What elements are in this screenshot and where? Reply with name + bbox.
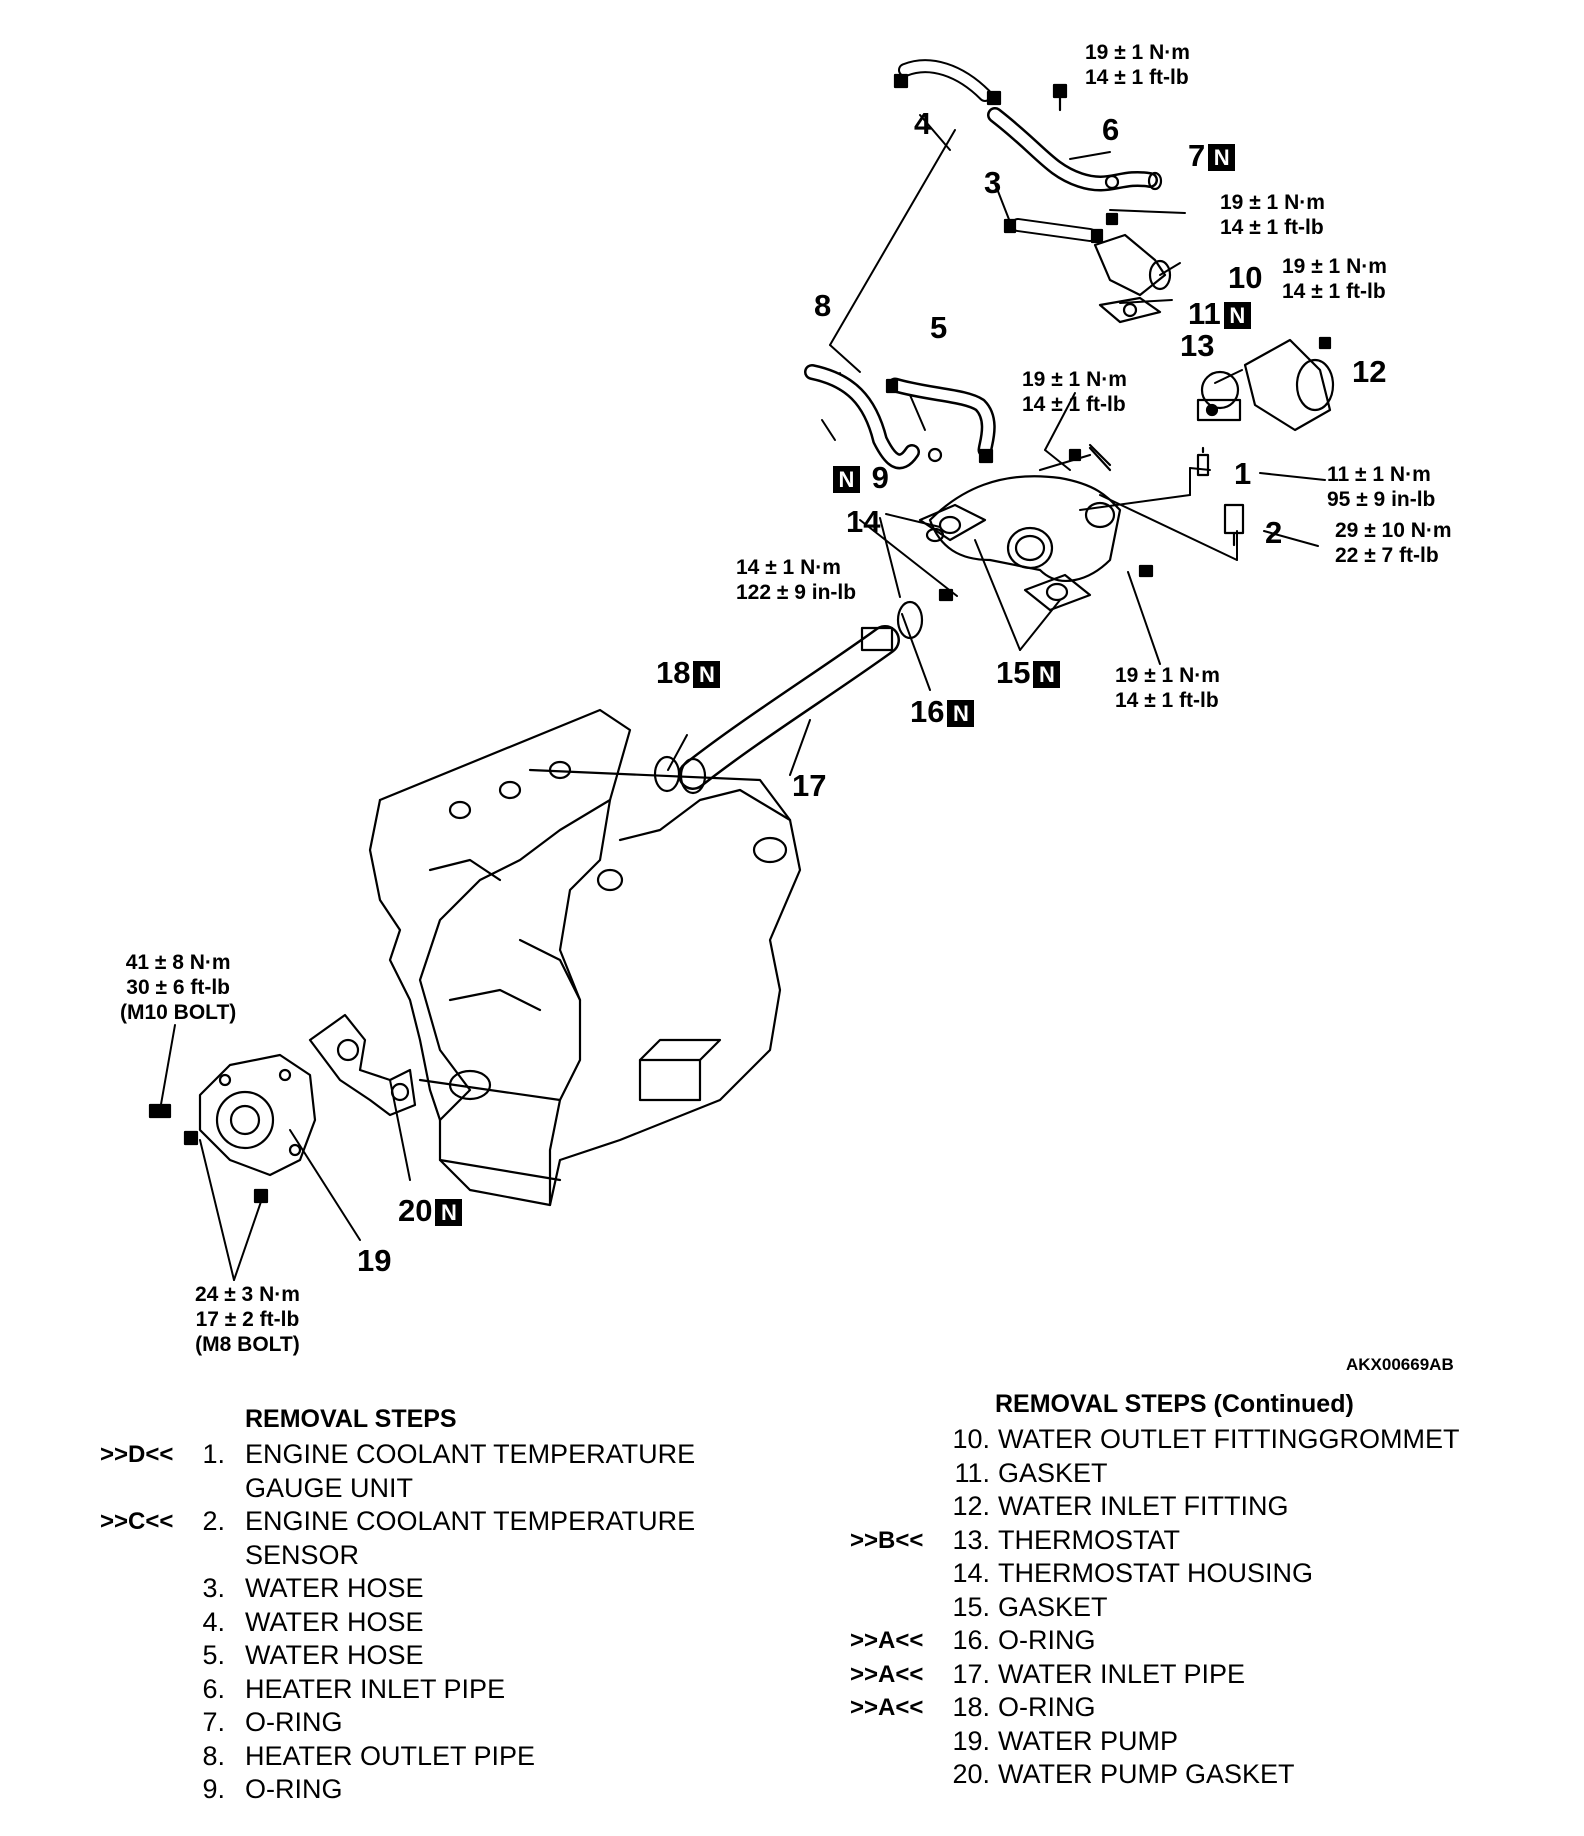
step-row: 14.THERMOSTAT HOUSING bbox=[952, 1558, 1314, 1588]
bolt-housing bbox=[1088, 446, 1112, 472]
callout-1: 1 bbox=[1234, 456, 1252, 491]
callout-8: 8 bbox=[814, 288, 832, 323]
step-row: 15.GASKET bbox=[952, 1591, 1108, 1622]
callout-9: N 9 bbox=[830, 462, 889, 494]
step-row-cont: GAUGE UNIT bbox=[245, 1472, 414, 1503]
callout-5: 5 bbox=[930, 310, 948, 345]
step-row: 12.WATER INLET FITTING bbox=[952, 1491, 1289, 1521]
water-pump-19 bbox=[148, 1053, 317, 1204]
n-badge: N bbox=[833, 466, 860, 494]
step-row: >>A<<18.O-RING bbox=[850, 1692, 1096, 1722]
bolt-15 bbox=[1138, 564, 1154, 578]
callout-6: 6 bbox=[1102, 112, 1120, 147]
step-row: >>B<<13.THERMOSTAT bbox=[850, 1524, 1180, 1555]
step-row: 9.O-RING bbox=[202, 1774, 343, 1804]
water-hose-4 bbox=[893, 59, 1002, 106]
water-hose-5 bbox=[885, 377, 996, 464]
step-row: 6.HEATER INLET PIPE bbox=[202, 1673, 506, 1704]
n-badge: N bbox=[947, 700, 975, 728]
step-row: 8.HEATER OUTLET PIPE bbox=[202, 1740, 536, 1771]
step-row: 3.WATER HOSE bbox=[202, 1573, 424, 1603]
gauge-unit-1 bbox=[1196, 446, 1210, 477]
o-ring-18 bbox=[653, 755, 681, 793]
callout-3: 3 bbox=[984, 165, 1002, 200]
step-row: >>D<< 1. ENGINE COOLANT TEMPERATURE bbox=[100, 1439, 696, 1469]
step-row: 20.WATER PUMP GASKET bbox=[952, 1759, 1295, 1789]
removal-steps-continued-title: REMOVAL STEPS (Continued) bbox=[995, 1390, 1354, 1418]
water-inlet-fitting-12 bbox=[1243, 336, 1335, 432]
step-row: >>A<<16.O-RING bbox=[850, 1625, 1096, 1655]
bolt-top bbox=[1052, 83, 1068, 112]
engine-block bbox=[368, 708, 802, 1207]
step-row: 7.O-RING bbox=[202, 1707, 343, 1737]
bolt-pipe bbox=[938, 588, 954, 602]
step-row: 19.WATER PUMP bbox=[952, 1725, 1178, 1756]
callout-2: 2 bbox=[1265, 515, 1283, 550]
callout-17: 17 bbox=[792, 768, 827, 803]
step-row: 10.WATER OUTLET FITTINGGROMMET bbox=[952, 1424, 1460, 1454]
water-outlet-fitting-10 bbox=[1093, 212, 1172, 297]
callout-10: 10 bbox=[1228, 260, 1263, 295]
n-badge: N bbox=[1223, 302, 1251, 330]
removal-steps-title: REMOVAL STEPS bbox=[245, 1405, 457, 1433]
thermostat-13 bbox=[1196, 370, 1242, 422]
removal-steps-list: REMOVAL STEPS >>D<< 1. ENGINE COOLANT TE… bbox=[100, 1405, 740, 1807]
n-badge: N bbox=[435, 1199, 463, 1227]
callout-12: 12 bbox=[1352, 354, 1387, 389]
step-row: >>C<< 2. ENGINE COOLANT TEMPERATURE bbox=[100, 1506, 696, 1536]
callout-4: 4 bbox=[914, 106, 932, 141]
gasket-15 bbox=[918, 503, 1092, 612]
o-ring-16 bbox=[896, 600, 924, 640]
thermostat-housing-14 bbox=[928, 443, 1122, 582]
figure-id: AKX00669AB bbox=[1346, 1355, 1454, 1374]
gasket-11 bbox=[1098, 296, 1162, 324]
step-row: >>A<<17.WATER INLET PIPE bbox=[850, 1658, 1246, 1689]
heater-outlet-pipe-8 bbox=[804, 364, 943, 470]
coolant-sensor-2 bbox=[1223, 503, 1245, 547]
step-row: 11.GASKET bbox=[954, 1457, 1108, 1488]
n-badge: N bbox=[1208, 144, 1236, 172]
diagram-drawing bbox=[148, 59, 1335, 1281]
water-hose-3 bbox=[1003, 218, 1104, 244]
water-pump-gasket-20 bbox=[308, 1013, 417, 1117]
callout-14: 14 bbox=[846, 504, 881, 539]
leader-lines bbox=[159, 114, 1326, 1281]
callout-19: 19 bbox=[357, 1243, 392, 1278]
n-badge: N bbox=[693, 661, 721, 689]
removal-steps-continued-list: REMOVAL STEPS (Continued) 10.WATER OUTLE… bbox=[850, 1390, 1570, 1792]
water-inlet-pipe-17 bbox=[678, 625, 900, 795]
step-row-cont: SENSOR bbox=[245, 1539, 360, 1570]
n-badge: N bbox=[1033, 661, 1061, 689]
callout-13: 13 bbox=[1180, 328, 1215, 363]
step-row: 5.WATER HOSE bbox=[202, 1640, 424, 1670]
heater-inlet-pipe-6 bbox=[987, 107, 1163, 192]
step-row: 4.WATER HOSE bbox=[202, 1606, 424, 1637]
